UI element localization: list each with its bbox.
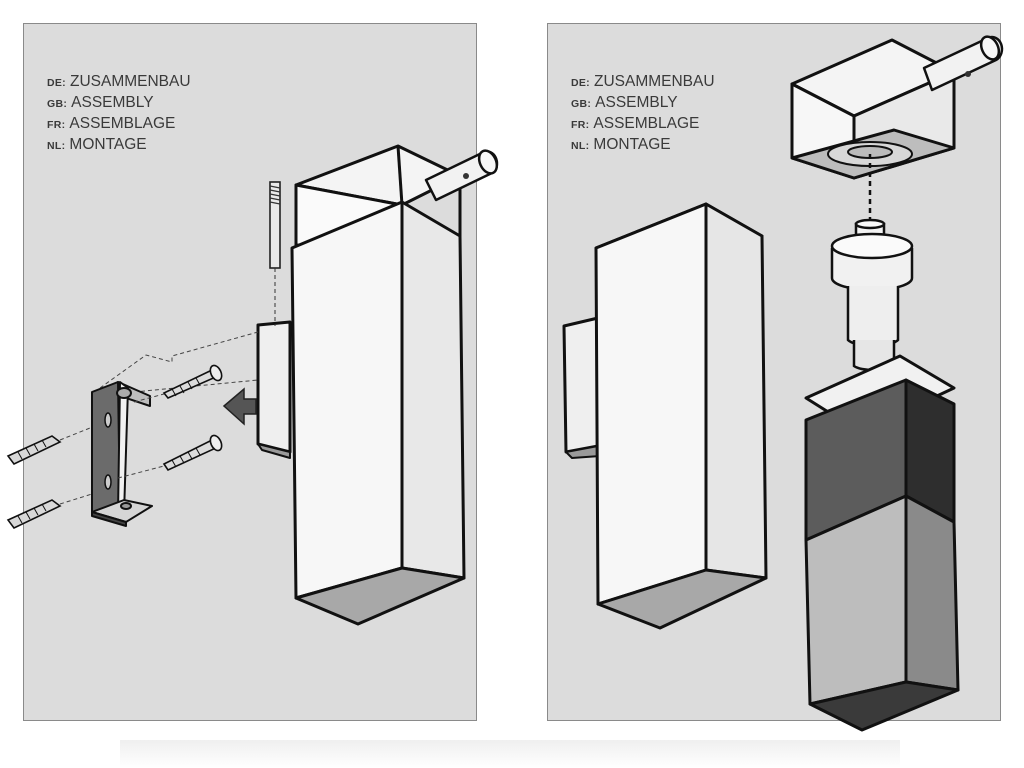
label-fr: FR:ASSEMBLAGE xyxy=(47,115,176,132)
lamp-cap xyxy=(790,35,1004,180)
language-labels-left: DE:ZUSAMMENBAU GB:ASSEMBLY FR:ASSEMBLAGE… xyxy=(47,72,191,156)
wall-plug-icon xyxy=(6,427,91,466)
label-gb: GB:ASSEMBLY xyxy=(571,94,678,111)
wall-plug-icon xyxy=(6,493,93,530)
threaded-rod-icon xyxy=(269,181,281,326)
screw-icon xyxy=(133,364,223,403)
lamp-body-bottom xyxy=(294,566,466,626)
bottom-shadow xyxy=(120,740,900,768)
screw-icon xyxy=(117,434,223,479)
label-de: DE:ZUSAMMENBAU xyxy=(571,73,715,90)
label-gb: GB:ASSEMBLY xyxy=(47,94,154,111)
alignment-dashes xyxy=(99,331,259,389)
wall-lamp-left xyxy=(256,144,499,626)
label-de: DE:ZUSAMMENBAU xyxy=(47,73,191,90)
mount-block-front xyxy=(256,320,292,454)
lamp-body-side xyxy=(400,200,466,580)
wall-bracket-icon xyxy=(91,381,153,527)
bulb-socket-icon xyxy=(830,218,914,372)
label-nl: NL:MONTAGE xyxy=(571,136,671,153)
arrow-left-icon xyxy=(222,387,257,426)
mount-block-bottom xyxy=(257,443,291,459)
label-fr: FR:ASSEMBLAGE xyxy=(571,115,700,132)
lamp-body-front xyxy=(290,200,404,600)
lamp-body-right xyxy=(562,202,768,630)
language-labels-right: DE:ZUSAMMENBAU GB:ASSEMBLY FR:ASSEMBLAGE… xyxy=(571,72,715,156)
label-nl: NL:MONTAGE xyxy=(47,136,147,153)
lamp-lower-body xyxy=(804,354,960,732)
